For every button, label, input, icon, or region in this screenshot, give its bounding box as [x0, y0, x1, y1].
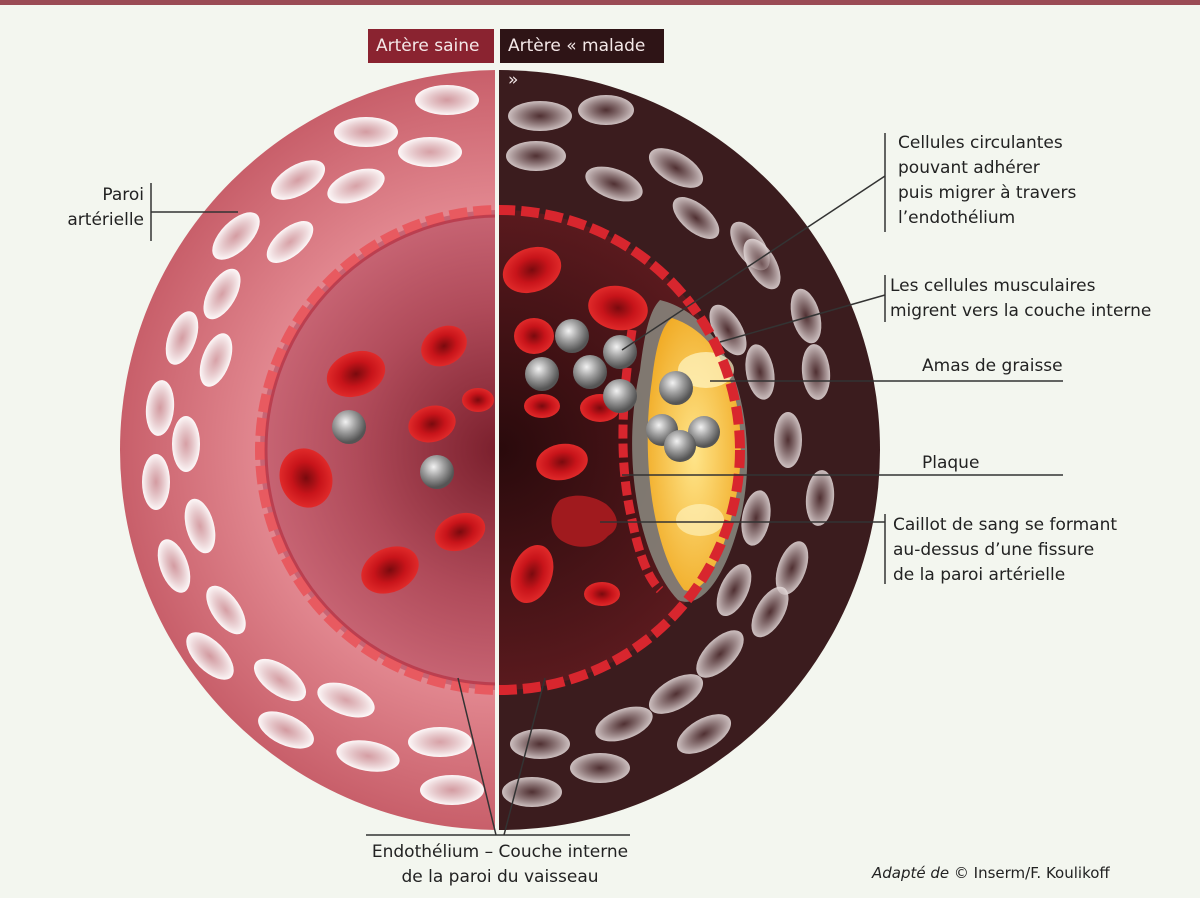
healthy-endothelium	[255, 205, 496, 695]
healthy-artery-half	[120, 70, 496, 830]
credit-prefix: Adapté de	[872, 864, 950, 882]
diseased-wall-muscle-cells	[502, 95, 835, 807]
blood-clot	[551, 495, 617, 547]
healthy-red-blood-cells	[279, 325, 494, 594]
diseased-endothelium	[496, 205, 745, 695]
image-credit: Adapté de © Inserm/F. Koulikoff	[872, 864, 1110, 882]
label-blood-clot: Caillot de sang se formant au-dessus d’u…	[893, 515, 1118, 585]
diseased-tag-bg	[500, 29, 664, 63]
healthy-circulating-cell	[332, 410, 366, 444]
label-fat-deposit: Amas de graisse	[922, 356, 1063, 376]
top-accent-bar	[0, 0, 1200, 5]
label-muscle-cells: Les cellules musculaires migrent vers la…	[890, 276, 1152, 321]
healthy-tag-bg	[368, 29, 494, 63]
diseased-red-blood-cells	[502, 246, 648, 606]
label-arterial-wall: Paroi artérielle	[67, 185, 144, 230]
healthy-wall-muscle-cells	[142, 85, 484, 805]
label-endothelium: Endothélium – Couche interne de la paroi…	[371, 842, 629, 887]
credit-text: © Inserm/F. Koulikoff	[953, 864, 1110, 882]
label-circulating-cells: Cellules circulantes pouvant adhérer pui…	[898, 133, 1077, 228]
label-plaque: Plaque	[922, 453, 980, 473]
diseased-circulating-cells	[525, 319, 720, 462]
diseased-artery-label: Artère « malade »	[508, 36, 646, 90]
callout-lines	[150, 133, 1063, 836]
healthy-artery-label: Artère saine	[376, 36, 480, 56]
healthy-circulating-cell	[420, 455, 454, 489]
